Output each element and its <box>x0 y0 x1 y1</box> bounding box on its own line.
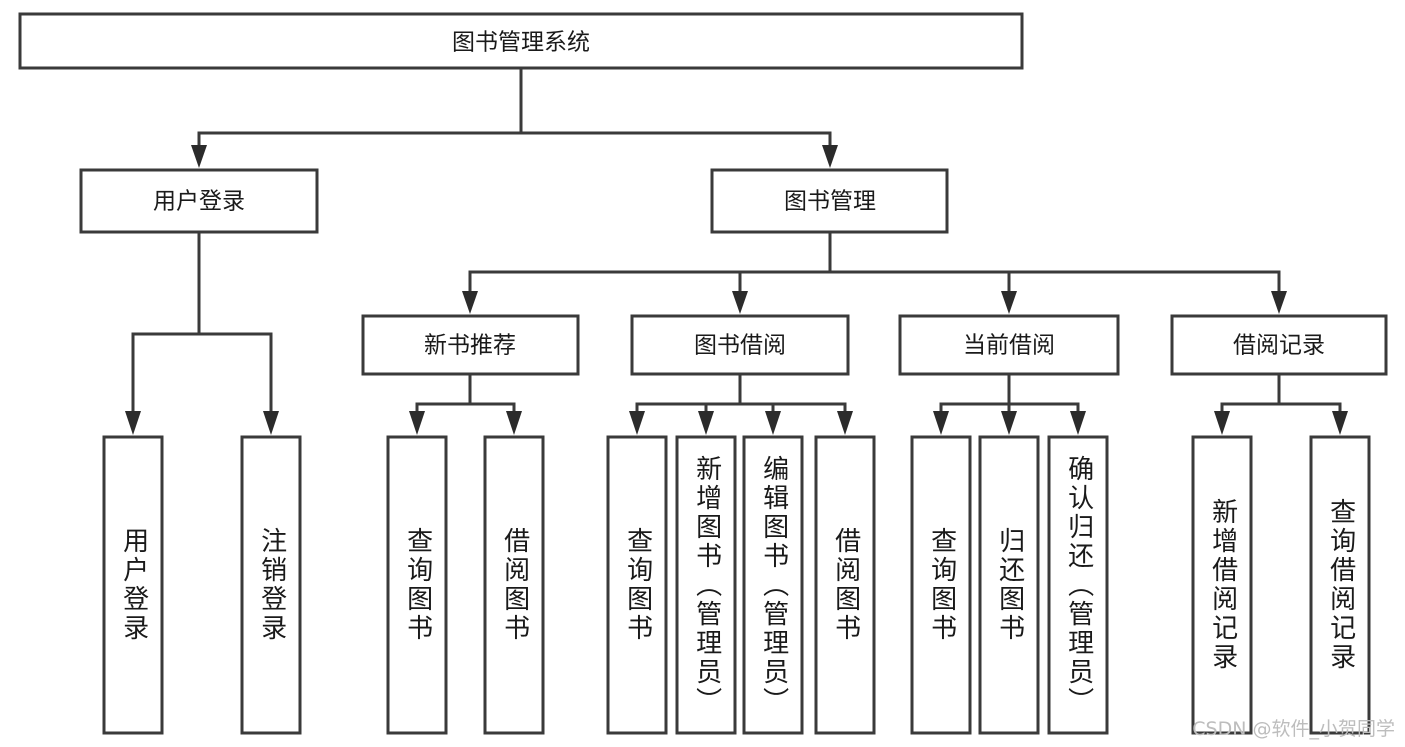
node-user-login[interactable]: 用户登录 <box>79 168 319 234</box>
leaf-box-borrow-book-2[interactable] <box>814 435 876 735</box>
leaf-box-query-book-3[interactable] <box>910 435 972 735</box>
connector-book-borrow-to-leaves <box>629 372 853 435</box>
node-user-login-label: 用户登录 <box>153 189 245 215</box>
leaf-box-query-book-2[interactable] <box>606 435 668 735</box>
node-borrow-record-label: 借阅记录 <box>1233 333 1325 359</box>
leaf-box-return-book[interactable] <box>978 435 1040 735</box>
node-book-borrow-label: 图书借阅 <box>694 333 786 359</box>
arrow-to-current-borrow <box>1001 291 1017 314</box>
leaf-box-query-book-1[interactable] <box>386 435 448 735</box>
leaf-box-logout[interactable] <box>240 435 302 735</box>
connector-user-login-to-leaves <box>125 230 279 435</box>
leaf-box-add-borrow-record[interactable] <box>1191 435 1253 735</box>
node-user-login-box <box>79 168 319 234</box>
node-current-borrow[interactable]: 当前借阅 <box>898 314 1120 376</box>
arrow-to-book-manage <box>822 145 838 168</box>
arrow-to-new-book-recommend <box>462 291 478 314</box>
node-new-book-recommend[interactable]: 新书推荐 <box>361 314 580 376</box>
node-borrow-record[interactable]: 借阅记录 <box>1170 314 1388 376</box>
leaf-box-edit-book-admin[interactable] <box>742 435 804 735</box>
leaf-box-confirm-return-admin[interactable] <box>1047 435 1109 735</box>
arrow-to-leaf-user-login <box>125 411 141 435</box>
connector-root-to-level2 <box>191 66 838 168</box>
node-root-label: 图书管理系统 <box>452 30 590 56</box>
connector-book-manage-to-level3 <box>462 230 1287 314</box>
arrow-to-borrow-record <box>1271 291 1287 314</box>
leaf-box-query-borrow-record[interactable] <box>1309 435 1371 735</box>
node-new-book-recommend-label: 新书推荐 <box>424 333 516 359</box>
connector-current-borrow-to-leaves <box>933 372 1086 435</box>
connector-new-book-recommend-to-leaves <box>409 372 522 435</box>
leaf-box-add-book-admin[interactable] <box>675 435 737 735</box>
node-current-borrow-box <box>898 314 1120 376</box>
leaf-box-user-login[interactable] <box>102 435 164 735</box>
leaf-box-borrow-book-1[interactable] <box>483 435 545 735</box>
node-root-box <box>18 12 1024 70</box>
node-current-borrow-label: 当前借阅 <box>963 333 1055 359</box>
arrow-to-leaf-logout <box>263 411 279 435</box>
node-book-manage-label: 图书管理 <box>784 189 876 215</box>
arrow-to-book-borrow <box>732 291 748 314</box>
node-book-manage[interactable]: 图书管理 <box>710 168 949 234</box>
node-root[interactable]: 图书管理系统 <box>18 12 1024 70</box>
connector-borrow-record-to-leaves <box>1214 372 1348 435</box>
arrow-to-user-login <box>191 145 207 168</box>
node-book-borrow[interactable]: 图书借阅 <box>630 314 850 376</box>
node-new-book-recommend-box <box>361 314 580 376</box>
